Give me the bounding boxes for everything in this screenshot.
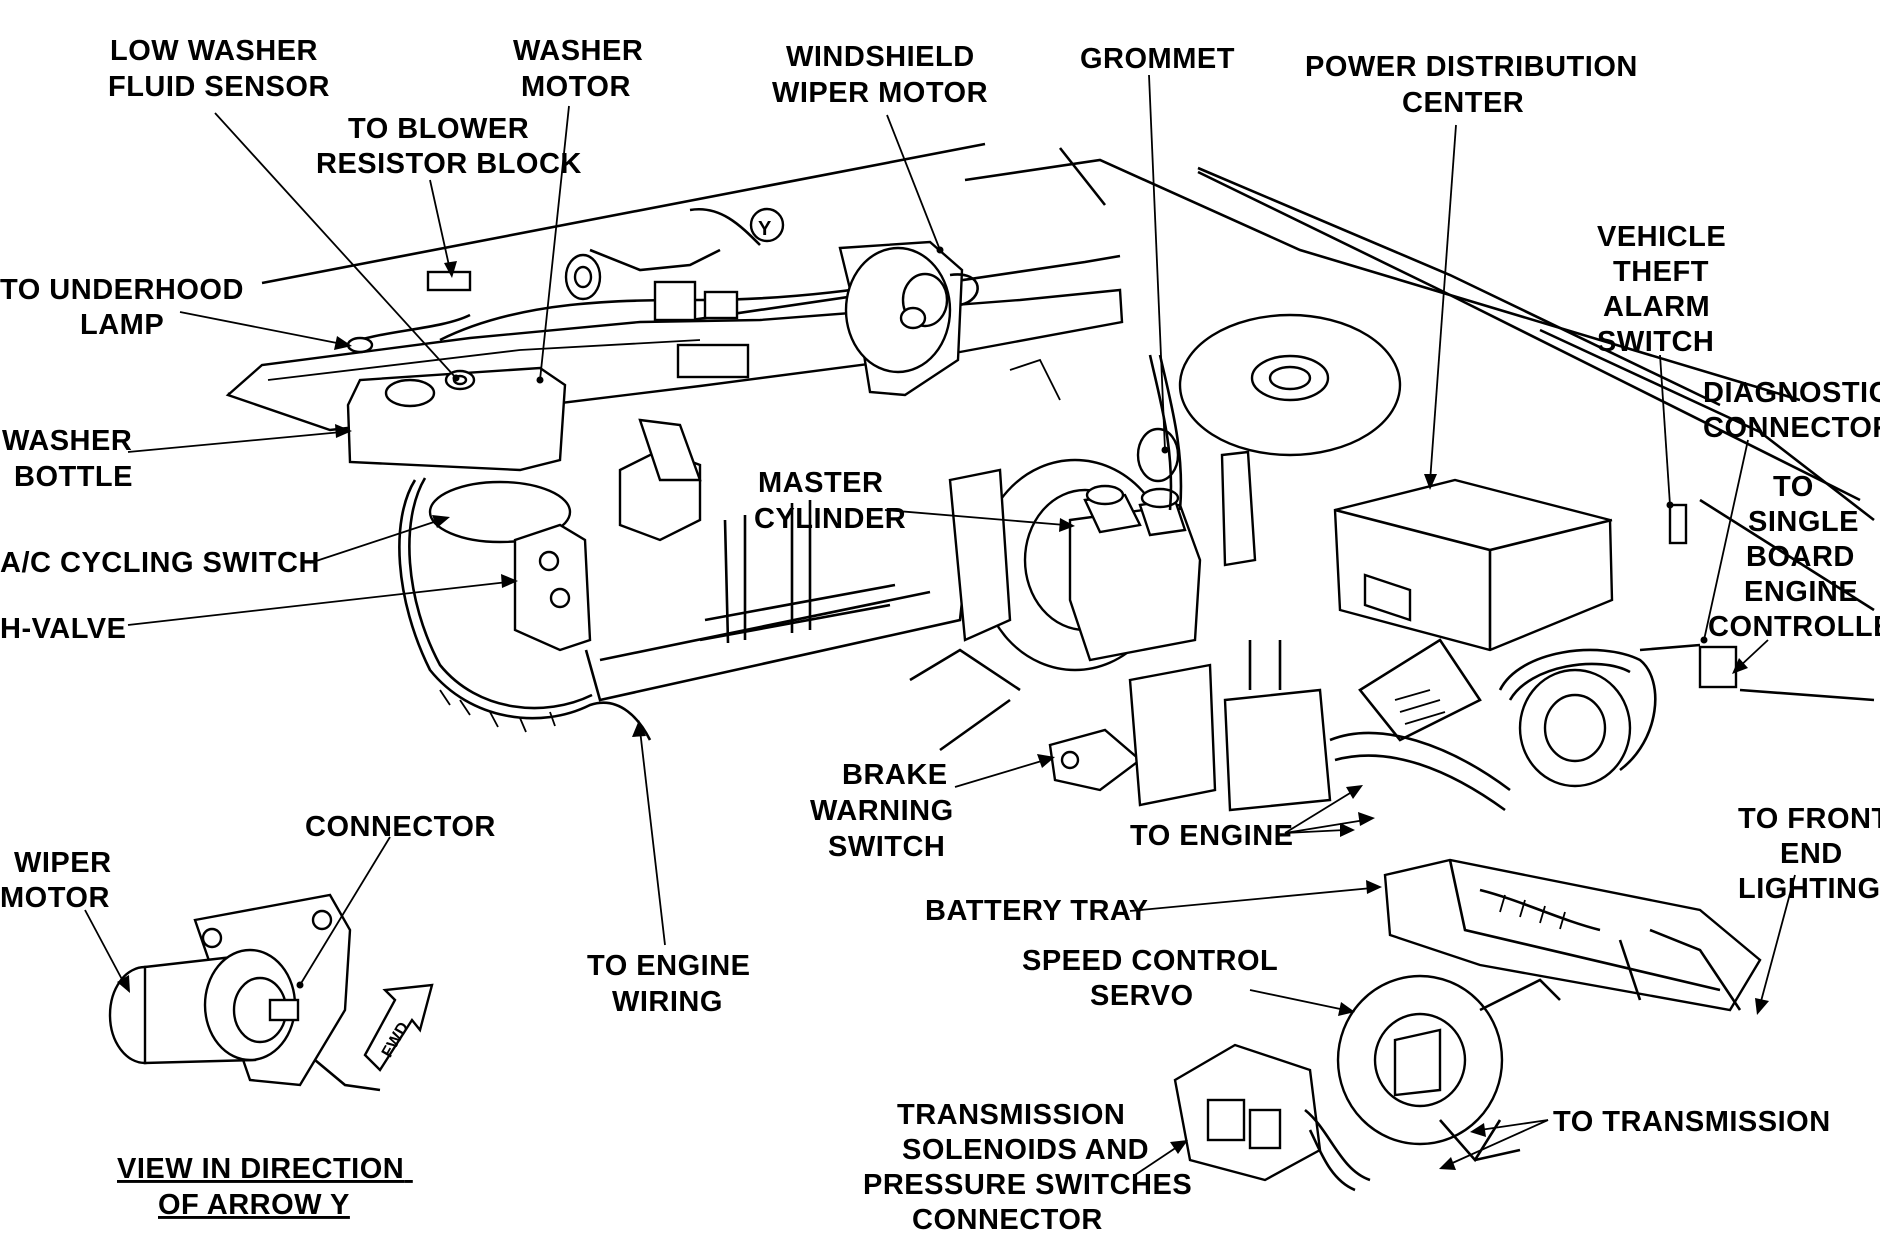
label-wiper-motor: WIPER MOTOR: [0, 847, 120, 914]
label-windshield-wiper-motor: WINDSHIELD WIPER MOTOR: [772, 41, 988, 109]
label-speed-control-servo: SPEED CONTROL SERVO: [1022, 945, 1286, 1012]
label-battery-tray: BATTERY TRAY: [925, 895, 1149, 927]
label-to-transmission: TO TRANSMISSION: [1553, 1106, 1831, 1138]
label-power-distribution-center: POWER DISTRIBUTION CENTER: [1305, 51, 1646, 119]
label-grommet: GROMMET: [1080, 43, 1235, 75]
label-view-caption: VIEW IN DIRECTION OF ARROW Y: [117, 1153, 413, 1221]
label-to-engine: TO ENGINE: [1130, 820, 1294, 852]
label-h-valve: H-VALVE: [0, 613, 126, 645]
label-to-underhood-lamp: TO UNDERHOOD LAMP: [0, 274, 252, 341]
label-master-cylinder: MASTER CYLINDER: [754, 467, 906, 535]
label-washer-motor: WASHER MOTOR: [513, 35, 652, 103]
leader-lines: [84, 74, 1796, 1176]
label-to-single-board-engine-controller: TO SINGLE BOARD ENGINE CONTROLLER: [1708, 471, 1880, 643]
engine-illustration: Y: [225, 142, 1875, 1192]
wiper-motor-inset: FWD: [108, 893, 434, 1092]
label-connector: CONNECTOR: [305, 811, 496, 843]
callout-labels: LOW WASHER FLUID SENSOR WASHER MOTOR WIN…: [0, 35, 1880, 1236]
label-to-engine-wiring: TO ENGINE WIRING: [587, 950, 759, 1018]
label-to-blower-resistor-block: TO BLOWER RESISTOR BLOCK: [316, 113, 582, 180]
label-low-washer-fluid-sensor: LOW WASHER FLUID SENSOR: [108, 35, 330, 103]
label-washer-bottle: WASHER BOTTLE: [2, 425, 141, 493]
label-brake-warning-switch: BRAKE WARNING SWITCH: [810, 759, 962, 863]
arrow-y-glyph: Y: [758, 218, 772, 240]
label-to-front-end-lighting: TO FRONT END LIGHTING: [1738, 803, 1880, 905]
label-transmission-connector: TRANSMISSION SOLENOIDS AND PRESSURE SWIT…: [863, 1099, 1201, 1236]
label-ac-cycling-switch: A/C CYCLING SWITCH: [0, 547, 320, 579]
label-diagnostic-connector: DIAGNOSTIC CONNECTOR: [1703, 377, 1880, 444]
label-vehicle-theft-alarm-switch: VEHICLE THEFT ALARM SWITCH: [1597, 221, 1735, 358]
